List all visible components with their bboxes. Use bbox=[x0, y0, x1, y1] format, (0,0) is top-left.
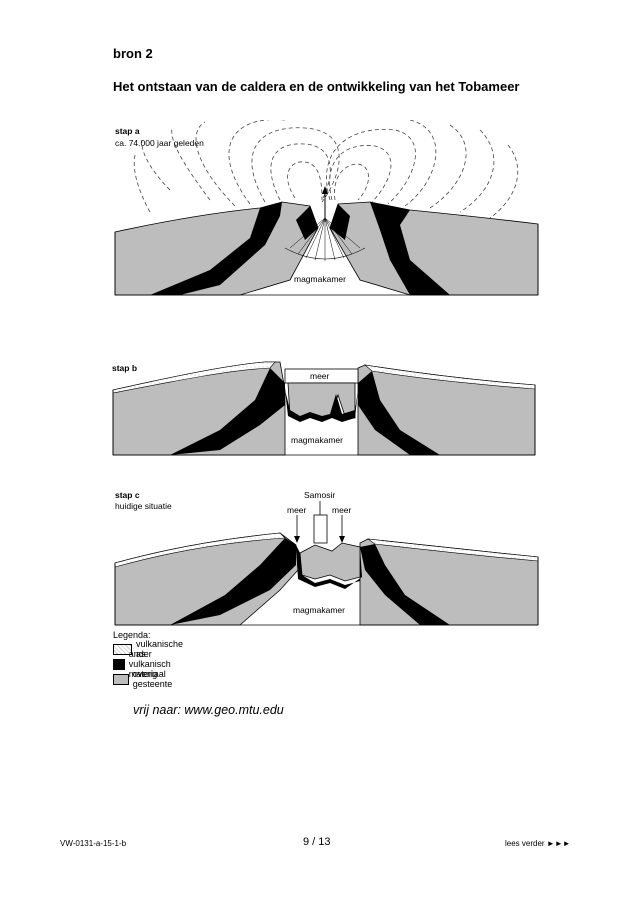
magma-conduits bbox=[289, 217, 361, 261]
source-credit: vrij naar: www.geo.mtu.edu bbox=[133, 703, 284, 717]
legend-label-ash: vulkanische as bbox=[135, 639, 183, 659]
diagram-step-c: stap c huidige situatie Samosir meer mee… bbox=[114, 490, 539, 626]
step-a-chamber-label: magmakamer bbox=[294, 274, 346, 284]
volcanic-swatch bbox=[113, 658, 125, 670]
lake-right-label: meer bbox=[332, 505, 352, 515]
step-a-subtitle: ca. 74.000 jaar geleden bbox=[115, 138, 204, 148]
page-number: 9 / 13 bbox=[303, 836, 331, 848]
legend-title: Legenda: bbox=[113, 630, 151, 640]
figure-title: Het ontstaan van de caldera en de ontwik… bbox=[113, 79, 520, 94]
ash-cloud-lines bbox=[133, 120, 519, 219]
ash-swatch bbox=[113, 643, 132, 655]
lake-left-label: meer bbox=[287, 505, 307, 515]
legend-item-rock: overig gesteente bbox=[113, 669, 179, 689]
footer-code: VW-0131-a-15-1-b bbox=[60, 839, 127, 848]
legend-label-rock: overig gesteente bbox=[132, 669, 173, 689]
legend-item-ash: vulkanische as bbox=[113, 639, 186, 659]
legend-label-volcanic: ander vulkanisch materiaal bbox=[128, 649, 171, 679]
step-c-subtitle: huidige situatie bbox=[115, 501, 172, 511]
diagram-step-a: stap a ca. 74.000 jaar geleden magmakame… bbox=[114, 120, 539, 296]
samosir-label: Samosir bbox=[304, 490, 335, 500]
step-a-label: stap a bbox=[115, 126, 140, 136]
step-b-chamber-label: magmakamer bbox=[291, 435, 343, 445]
legend-item-volcanic: ander vulkanisch materiaal bbox=[113, 649, 181, 679]
step-c-label: stap c bbox=[115, 490, 140, 500]
continue-label: lees verder ►►► bbox=[505, 839, 571, 848]
step-b-lake-label: meer bbox=[310, 371, 330, 381]
source-label: bron 2 bbox=[113, 46, 153, 61]
step-c-chamber-label: magmakamer bbox=[293, 605, 345, 615]
diagram-step-b: stap b meer magmakamer bbox=[112, 361, 536, 456]
step-b-label: stap b bbox=[112, 363, 137, 373]
rock-swatch bbox=[113, 673, 129, 685]
